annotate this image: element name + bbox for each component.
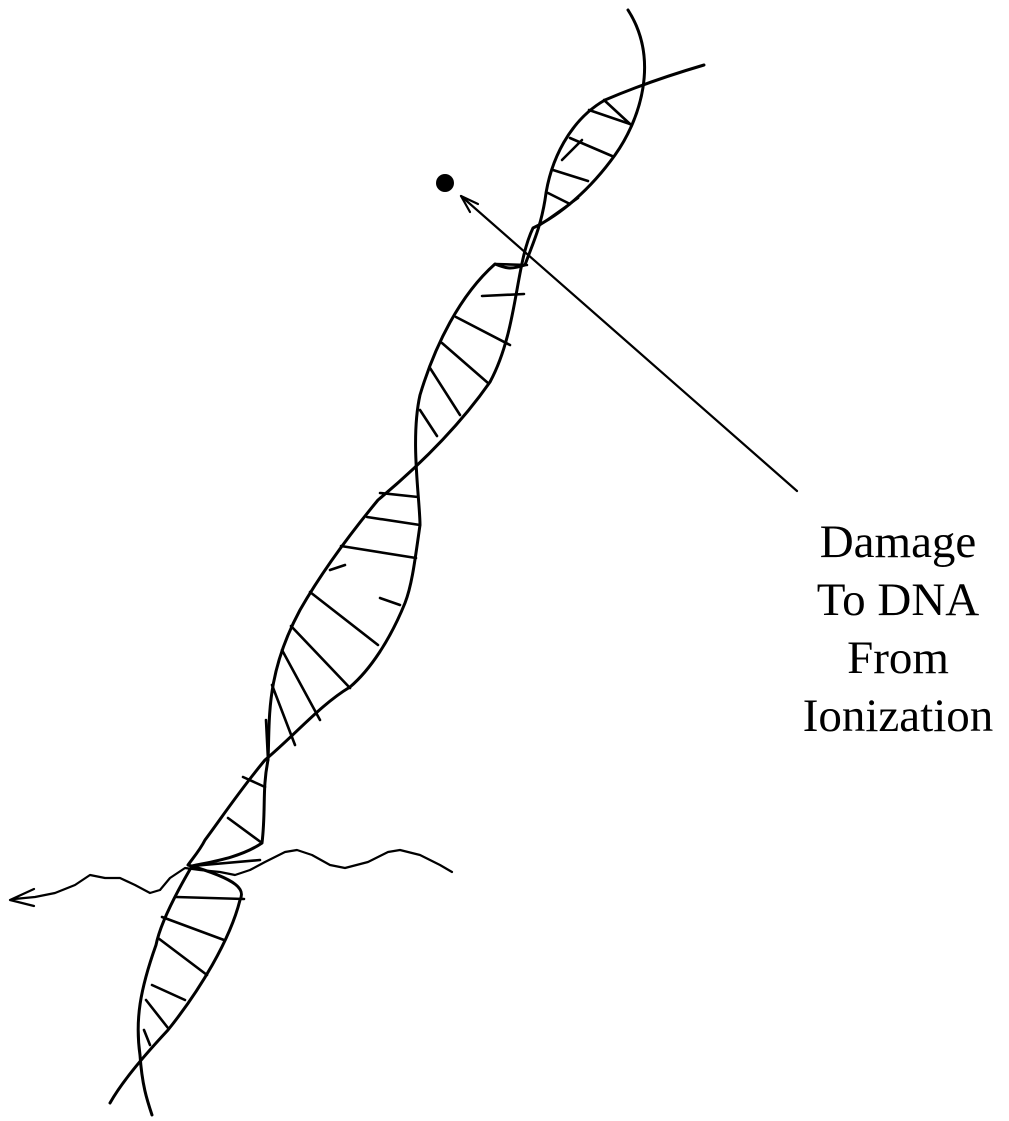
base-pair-rung [380, 598, 400, 605]
base-pair-rung [495, 264, 527, 265]
caption-line-2: To DNA [760, 571, 1009, 629]
dna-strand-b [110, 65, 704, 1103]
base-pair-rung [176, 897, 244, 899]
base-pair-rung [482, 294, 524, 296]
base-pair-rung [553, 170, 588, 181]
caption-line-4: Ionization [760, 687, 1009, 745]
base-pair-rung [442, 343, 488, 383]
base-pair-rung [228, 818, 262, 843]
base-pair-rung [310, 592, 378, 645]
base-pair-rung [162, 917, 224, 940]
base-pair-rung [291, 626, 350, 688]
pointer-line [461, 196, 797, 491]
base-pair-rung [456, 317, 510, 345]
base-pair-rung [158, 938, 207, 975]
base-pair-rung [430, 368, 460, 415]
base-pair-rung [330, 565, 345, 570]
base-pair-rung [152, 985, 185, 1000]
caption-line-1: Damage [760, 513, 1009, 571]
base-pair-rung [548, 193, 570, 204]
damage-pointer-arrow [461, 196, 797, 491]
base-pair-rung [367, 517, 420, 525]
base-pair-rungs [144, 100, 630, 1045]
base-pair-rung [144, 1030, 150, 1045]
dna-helix-icon [110, 10, 704, 1115]
base-pair-rung [282, 650, 320, 720]
base-pair-rung [146, 1000, 168, 1028]
damage-caption: Damage To DNA From Ionization [760, 513, 1009, 745]
base-pair-rung [272, 685, 295, 745]
caption-line-3: From [760, 629, 1009, 687]
base-pair-rung [420, 410, 437, 436]
damage-dot-icon [436, 174, 454, 192]
base-pair-rung [341, 546, 416, 558]
